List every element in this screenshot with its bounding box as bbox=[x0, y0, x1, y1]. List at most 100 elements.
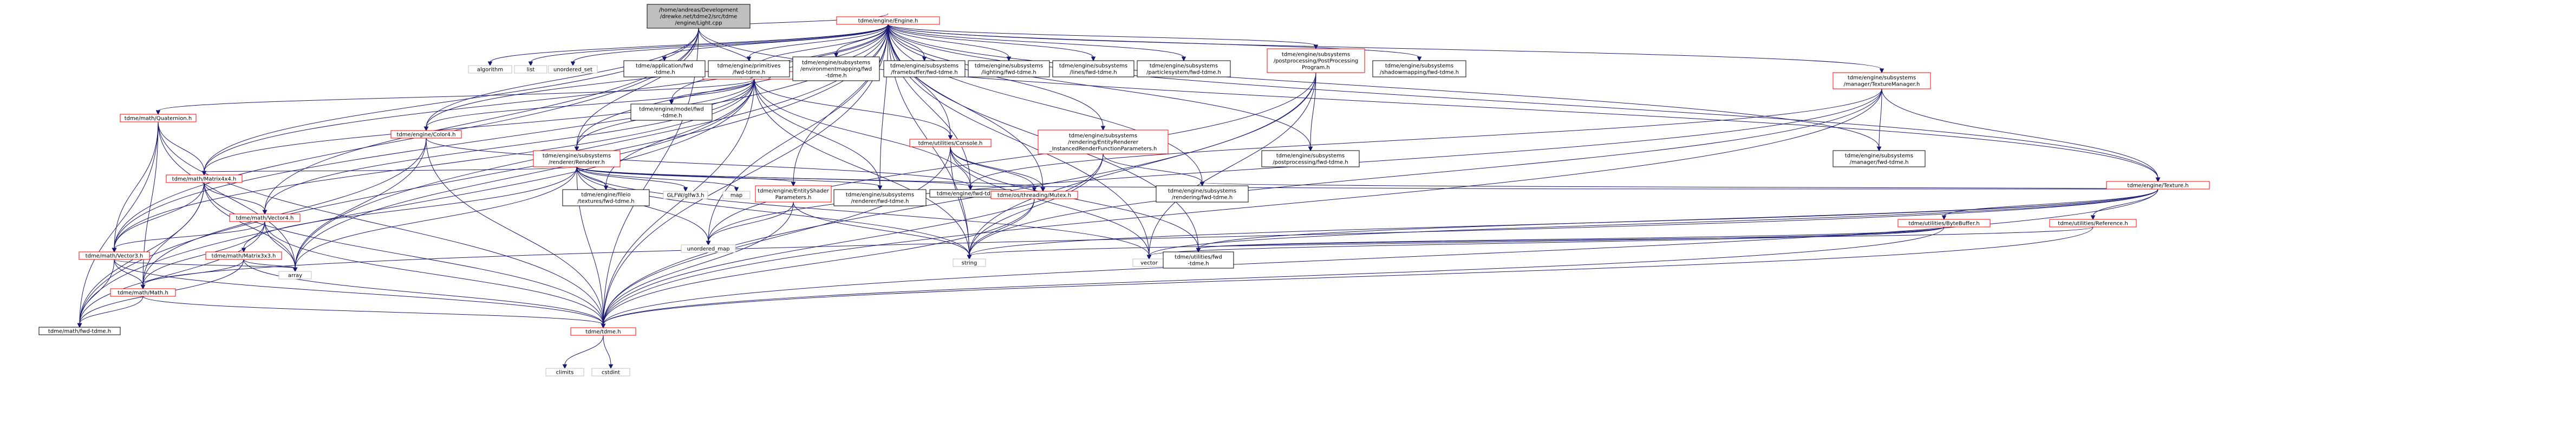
node-label-line: tdme/engine/subsystems bbox=[890, 63, 958, 69]
node-texture-h[interactable]: tdme/engine/Texture.h bbox=[2106, 181, 2210, 190]
node-label-line: tdme/math/Matrix3x3.h bbox=[212, 254, 276, 259]
node-lighting-fwd[interactable]: tdme/engine/subsystems/lighting/fwd-tdme… bbox=[968, 60, 1050, 77]
edge-bytebuffer_h-to-util_fwd bbox=[1196, 226, 1945, 253]
node-quat-h[interactable]: tdme/math/Quaternion.h bbox=[120, 114, 197, 122]
node-label-line: -tdme.h bbox=[1188, 261, 1209, 267]
node-reference-h[interactable]: tdme/utilities/Reference.h bbox=[2049, 219, 2137, 228]
arrowhead bbox=[1006, 56, 1012, 62]
edge-esp_h-to-string bbox=[793, 202, 972, 260]
node-texmgr-h[interactable]: tdme/engine/subsystems/manager/TextureMa… bbox=[1832, 72, 1931, 89]
node-console-h[interactable]: tdme/utilities/Console.h bbox=[909, 139, 992, 147]
node-label-line: tdme/engine/subsystems bbox=[975, 63, 1043, 69]
edge-texmgr_h-to-string bbox=[967, 88, 1882, 260]
node-app-fwd[interactable]: tdme/application/fwd-tdme.h bbox=[623, 60, 706, 77]
node-matrix4-h[interactable]: tdme/math/Matrix4x4.h bbox=[166, 174, 243, 183]
node-label-line: tdme/engine/subsystems bbox=[802, 60, 870, 66]
arrowhead bbox=[77, 323, 82, 328]
node-label-line: -tdme.h bbox=[661, 113, 682, 119]
node-lines-fwd[interactable]: tdme/engine/subsystems/lines/fwd-tdme.h bbox=[1052, 60, 1134, 77]
edge-engine_h-to-list bbox=[528, 24, 889, 67]
node-mutex-h[interactable]: tdme/os/threading/Mutex.h bbox=[990, 191, 1078, 199]
arrowhead bbox=[1181, 56, 1186, 62]
node-engine-h[interactable]: tdme/engine/Engine.h bbox=[836, 16, 940, 25]
arrowhead bbox=[112, 248, 117, 253]
node-color4-h[interactable]: tdme/engine/Color4.h bbox=[390, 130, 462, 139]
node-ent-renderer[interactable]: tdme/engine/subsystems/rendering/EntityR… bbox=[1038, 129, 1169, 154]
node-vector4-h[interactable]: tdme/math/Vector4.h bbox=[229, 213, 301, 222]
node-label-line: /rendering/fwd-tdme.h bbox=[1172, 195, 1232, 201]
edge-bytebuffer_h-to-tdme_h bbox=[601, 226, 1945, 329]
node-label-line: tdme/engine/fileio bbox=[581, 192, 630, 198]
node-math-h[interactable]: tdme/math/Math.h bbox=[110, 288, 176, 297]
edge-math_h-to-math_fwd bbox=[77, 296, 144, 328]
node-postproc-prog[interactable]: tdme/engine/subsystems/postprocessing/Po… bbox=[1267, 48, 1365, 73]
node-label-line: tdme/math/fwd-tdme.h bbox=[48, 329, 111, 335]
arrowhead bbox=[423, 126, 429, 132]
node-label-line: /lines/fwd-tdme.h bbox=[1069, 70, 1117, 76]
arrowhead bbox=[669, 100, 674, 105]
edge-texture_h-to-bytebuffer_h bbox=[1941, 189, 2158, 220]
edge-engine_h-to-texmgr_h bbox=[888, 24, 1884, 74]
edge-engine_h-to-prim_fwd bbox=[746, 24, 889, 62]
arrowhead bbox=[1032, 187, 1037, 192]
node-tdme-h[interactable]: tdme/tdme.h bbox=[570, 327, 636, 336]
node-math-fwd[interactable]: tdme/math/fwd-tdme.h bbox=[38, 327, 121, 335]
edge-engine_h-to-console_h bbox=[888, 24, 953, 140]
node-label-line: _InstancedRenderFunctionParameters.h bbox=[1049, 146, 1157, 152]
edge-postproc_prog-to-postproc_fwd bbox=[1308, 72, 1316, 152]
node-label-line: algorithm bbox=[477, 67, 503, 73]
edge-texture_h-to-vector bbox=[1146, 189, 2158, 260]
arrowhead bbox=[2090, 215, 2096, 220]
node-renderer-h[interactable]: tdme/engine/subsystems/renderer/Renderer… bbox=[533, 150, 621, 167]
node-envmap-fwd[interactable]: tdme/engine/subsystems/environmentmappin… bbox=[792, 56, 880, 81]
node-rendering-fwd[interactable]: tdme/engine/subsystems/rendering/fwd-tdm… bbox=[1156, 185, 1249, 203]
node-root[interactable]: /home/andreas/Development/drewke.net/tdm… bbox=[647, 4, 751, 29]
edge-renderer_h-to-matrix3_h bbox=[241, 166, 577, 253]
node-shadow-fwd[interactable]: tdme/engine/subsystems/shadowmapping/fwd… bbox=[1372, 60, 1466, 77]
node-label-line: array bbox=[288, 273, 302, 279]
node-fileio-fwd[interactable]: tdme/engine/fileio/textures/fwd-tdme.h bbox=[562, 189, 650, 206]
node-label-line: /particlesystem/fwd-tdme.h bbox=[1146, 70, 1221, 76]
node-fb-fwd[interactable]: tdme/engine/subsystems/framebuffer/fwd-t… bbox=[883, 60, 966, 77]
node-postproc-fwd[interactable]: tdme/engine/subsystems/postprocessing/fw… bbox=[1261, 150, 1360, 167]
node-label-line: unordered_set bbox=[553, 67, 592, 73]
node-label-line: /renderer/fwd-tdme.h bbox=[851, 199, 909, 205]
edge-engine_h-to-memory bbox=[888, 24, 1046, 192]
edge-math_h-to-tdme_h bbox=[142, 296, 606, 329]
node-label-line: -tdme.h bbox=[825, 73, 846, 79]
node-util-fwd[interactable]: tdme/utilities/fwd-tdme.h bbox=[1163, 251, 1234, 269]
node-cstdint: cstdint bbox=[591, 368, 630, 376]
node-label-line: tdme/engine/subsystems bbox=[1059, 63, 1127, 69]
edge-renderer_h-to-matrix4_h bbox=[201, 166, 577, 176]
node-label-line: tdme/tdme.h bbox=[585, 329, 621, 335]
node-unordered-set: unordered_set bbox=[548, 65, 598, 74]
node-prim-fwd[interactable]: tdme/engine/primitives/fwd-tdme.h bbox=[708, 60, 790, 77]
edge-texture_h-to-rendering_fwd bbox=[1199, 182, 2158, 190]
node-label-line: /home/andreas/Development bbox=[659, 8, 738, 14]
node-mgr-fwd[interactable]: tdme/engine/subsystems/manager/fwd-tdme.… bbox=[1832, 150, 1926, 167]
node-matrix3-h[interactable]: tdme/math/Matrix3x3.h bbox=[205, 251, 282, 260]
node-particle-fwd[interactable]: tdme/engine/subsystems/particlesystem/fw… bbox=[1137, 60, 1231, 77]
edge-engine_h-to-particle_fwd bbox=[888, 24, 1186, 62]
node-label-line: Program.h bbox=[1302, 65, 1330, 71]
arrowhead bbox=[155, 110, 161, 115]
edge-root-to-vector3_h bbox=[112, 28, 699, 253]
edge-matrix3_h-to-tdme_h bbox=[243, 259, 606, 329]
node-vector3-h[interactable]: tdme/math/Vector3.h bbox=[79, 251, 150, 260]
node-bytebuffer-h[interactable]: tdme/utilities/ByteBuffer.h bbox=[1897, 219, 1991, 228]
node-label-line: /rendering/EntityRenderer bbox=[1068, 140, 1139, 146]
node-renderer-fwd[interactable]: tdme/engine/subsystems/renderer/fwd-tdme… bbox=[833, 189, 927, 206]
arrowhead bbox=[1091, 56, 1096, 62]
arrowhead bbox=[140, 284, 146, 290]
node-label-line: list bbox=[527, 67, 535, 73]
edge-vector3_h-to-math_h bbox=[114, 259, 146, 290]
arrowhead bbox=[1196, 248, 1201, 253]
edge-light_h-to-console_h bbox=[754, 79, 953, 140]
edge-postproc_prog-to-unordered_map bbox=[706, 72, 1316, 246]
edge-reference_h-to-util_fwd bbox=[1196, 226, 2094, 253]
arrowhead bbox=[201, 171, 207, 176]
edge-engine_h-to-app_fwd bbox=[662, 24, 889, 62]
node-model-fwd[interactable]: tdme/engine/model/fwd-tdme.h bbox=[630, 103, 713, 121]
